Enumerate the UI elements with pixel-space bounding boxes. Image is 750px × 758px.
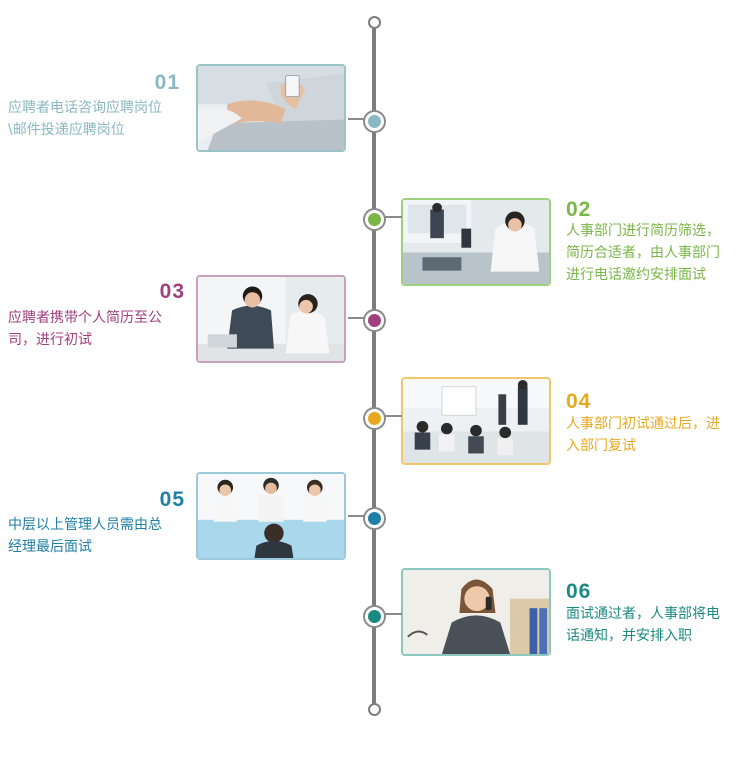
step-number: 05 [159, 488, 185, 511]
step-03-node [365, 311, 384, 330]
timeline-top-cap [368, 16, 381, 29]
step-04-node [365, 409, 384, 428]
step-description: 人事部门初试通过后，进 入部门复试 [566, 416, 720, 454]
step-description: 应聘者电话咨询应聘岗位 \邮件投递应聘岗位 [8, 100, 162, 138]
step-number: 03 [159, 280, 185, 303]
step-02-connector [382, 216, 402, 218]
step-05-node [365, 509, 384, 528]
step-number: 04 [566, 390, 592, 413]
step-number: 01 [154, 71, 180, 94]
step-description: 面试通过者，人事部将电 话通知，并安排入职 [566, 606, 720, 644]
step-number: 02 [566, 198, 592, 221]
step-number: 06 [566, 580, 592, 603]
step-06-connector [382, 613, 402, 615]
step-description: 应聘者携带个人简历至公 司，进行初试 [8, 310, 162, 348]
step-photo-panel-interview [196, 472, 346, 560]
step-06-node [365, 607, 384, 626]
step-04-connector [382, 415, 402, 417]
step-02-node [365, 210, 384, 229]
timeline-bottom-cap [368, 703, 381, 716]
step-photo-office-call [401, 198, 551, 286]
step-photo-phone-call [401, 568, 551, 656]
timeline-line [372, 27, 376, 707]
step-05-connector [348, 515, 368, 517]
step-photo-meeting-room [401, 377, 551, 465]
step-photo-interview-desk [196, 275, 346, 363]
step-photo-laptop-phone [196, 64, 346, 152]
step-03-connector [348, 317, 368, 319]
step-description: 人事部门进行简历筛选， 简历合适者，由人事部门 进行电话邀约安排面试 [566, 223, 720, 283]
step-01-node [365, 112, 384, 131]
step-01-connector [348, 118, 368, 120]
step-description: 中层以上管理人员需由总 经理最后面试 [8, 517, 162, 555]
